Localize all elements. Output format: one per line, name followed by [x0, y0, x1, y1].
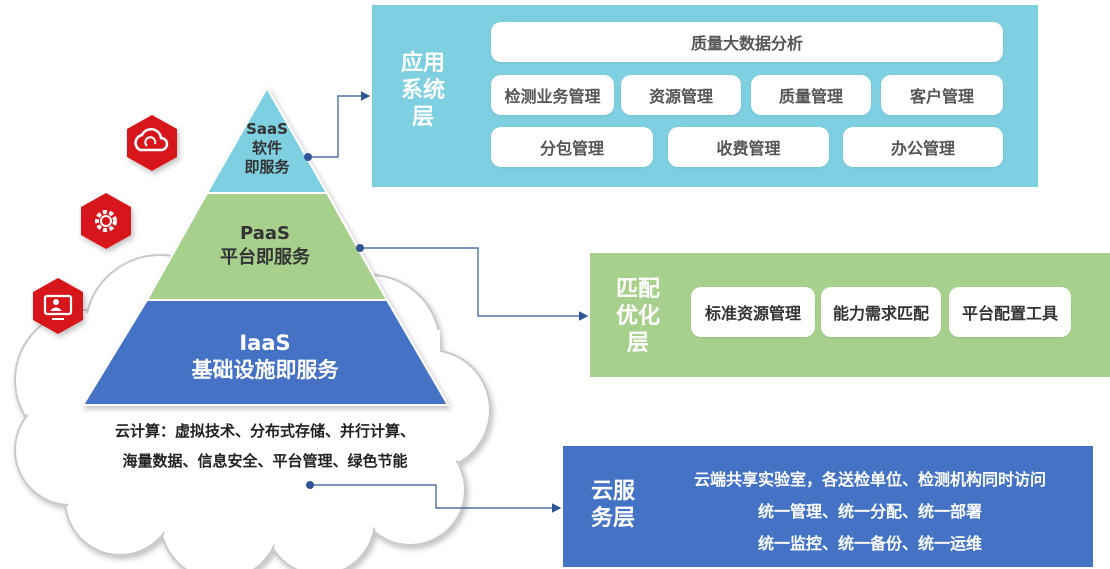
module-testing-business: 检测业务管理	[491, 75, 614, 115]
module-standard-resource: 标准资源管理	[691, 287, 815, 337]
module-office-management: 办公管理	[843, 127, 1003, 167]
connector-dot-paas	[356, 244, 364, 252]
module-fee-management: 收费管理	[668, 127, 829, 167]
module-customer-management: 客户管理	[881, 75, 1003, 115]
cloud-service-layer-title: 云服务层	[590, 479, 635, 531]
iaas-label: IaaS 基础设施即服务	[150, 330, 380, 384]
connector-dot-cloud	[306, 481, 314, 489]
cloud-service-line: 统一监控、统一备份、统一运维	[757, 534, 982, 553]
module-platform-config: 平台配置工具	[949, 287, 1071, 337]
pyramid	[81, 85, 450, 406]
iaas-label-line: 基础设施即服务	[191, 358, 339, 382]
cloud-sync-icon	[127, 115, 177, 171]
connector-cloud	[310, 484, 562, 513]
saas-label-line: 即服务	[244, 158, 290, 176]
paas-label-line: PaaS	[240, 223, 290, 244]
iaas-tier	[81, 299, 450, 406]
module-quality-big-data: 质量大数据分析	[491, 22, 1003, 62]
module-quality-management: 质量管理	[751, 75, 871, 115]
cloud-service-line: 统一管理、统一分配、统一部署	[757, 502, 982, 521]
paas-label-line: 平台即服务	[220, 247, 310, 268]
module-capability-matching: 能力需求匹配	[821, 287, 941, 337]
paas-label: PaaS 平台即服务	[190, 222, 340, 270]
module-subcontract-management: 分包管理	[491, 127, 653, 167]
saas-label-line: 软件	[251, 139, 282, 157]
cloud-computing-line: 云计算：虚拟技术、分布式存储、并行计算、	[114, 422, 415, 440]
gear-icon	[81, 193, 131, 249]
application-layer-title: 应用系统层	[400, 51, 445, 130]
connectors	[308, 91, 589, 513]
optimization-layer-title: 匹配优化层	[615, 277, 660, 356]
connector-dot-saas	[304, 153, 312, 161]
module-resource-management: 资源管理	[621, 75, 741, 115]
cloud-computing-line: 海量数据、信息安全、平台管理、绿色节能	[122, 452, 408, 470]
saas-label: SaaS 软件 即服务	[232, 120, 302, 177]
cloud-service-line: 云端共享实验室，各送检单位、检测机构同时访问	[693, 470, 1046, 489]
monitor-user-icon	[33, 278, 83, 334]
iaas-label-line: IaaS	[239, 331, 291, 355]
cloud-service-layer-panel	[563, 446, 1093, 567]
saas-label-line: SaaS	[246, 120, 288, 138]
connector-saas	[308, 91, 371, 158]
connector-paas	[360, 247, 589, 321]
